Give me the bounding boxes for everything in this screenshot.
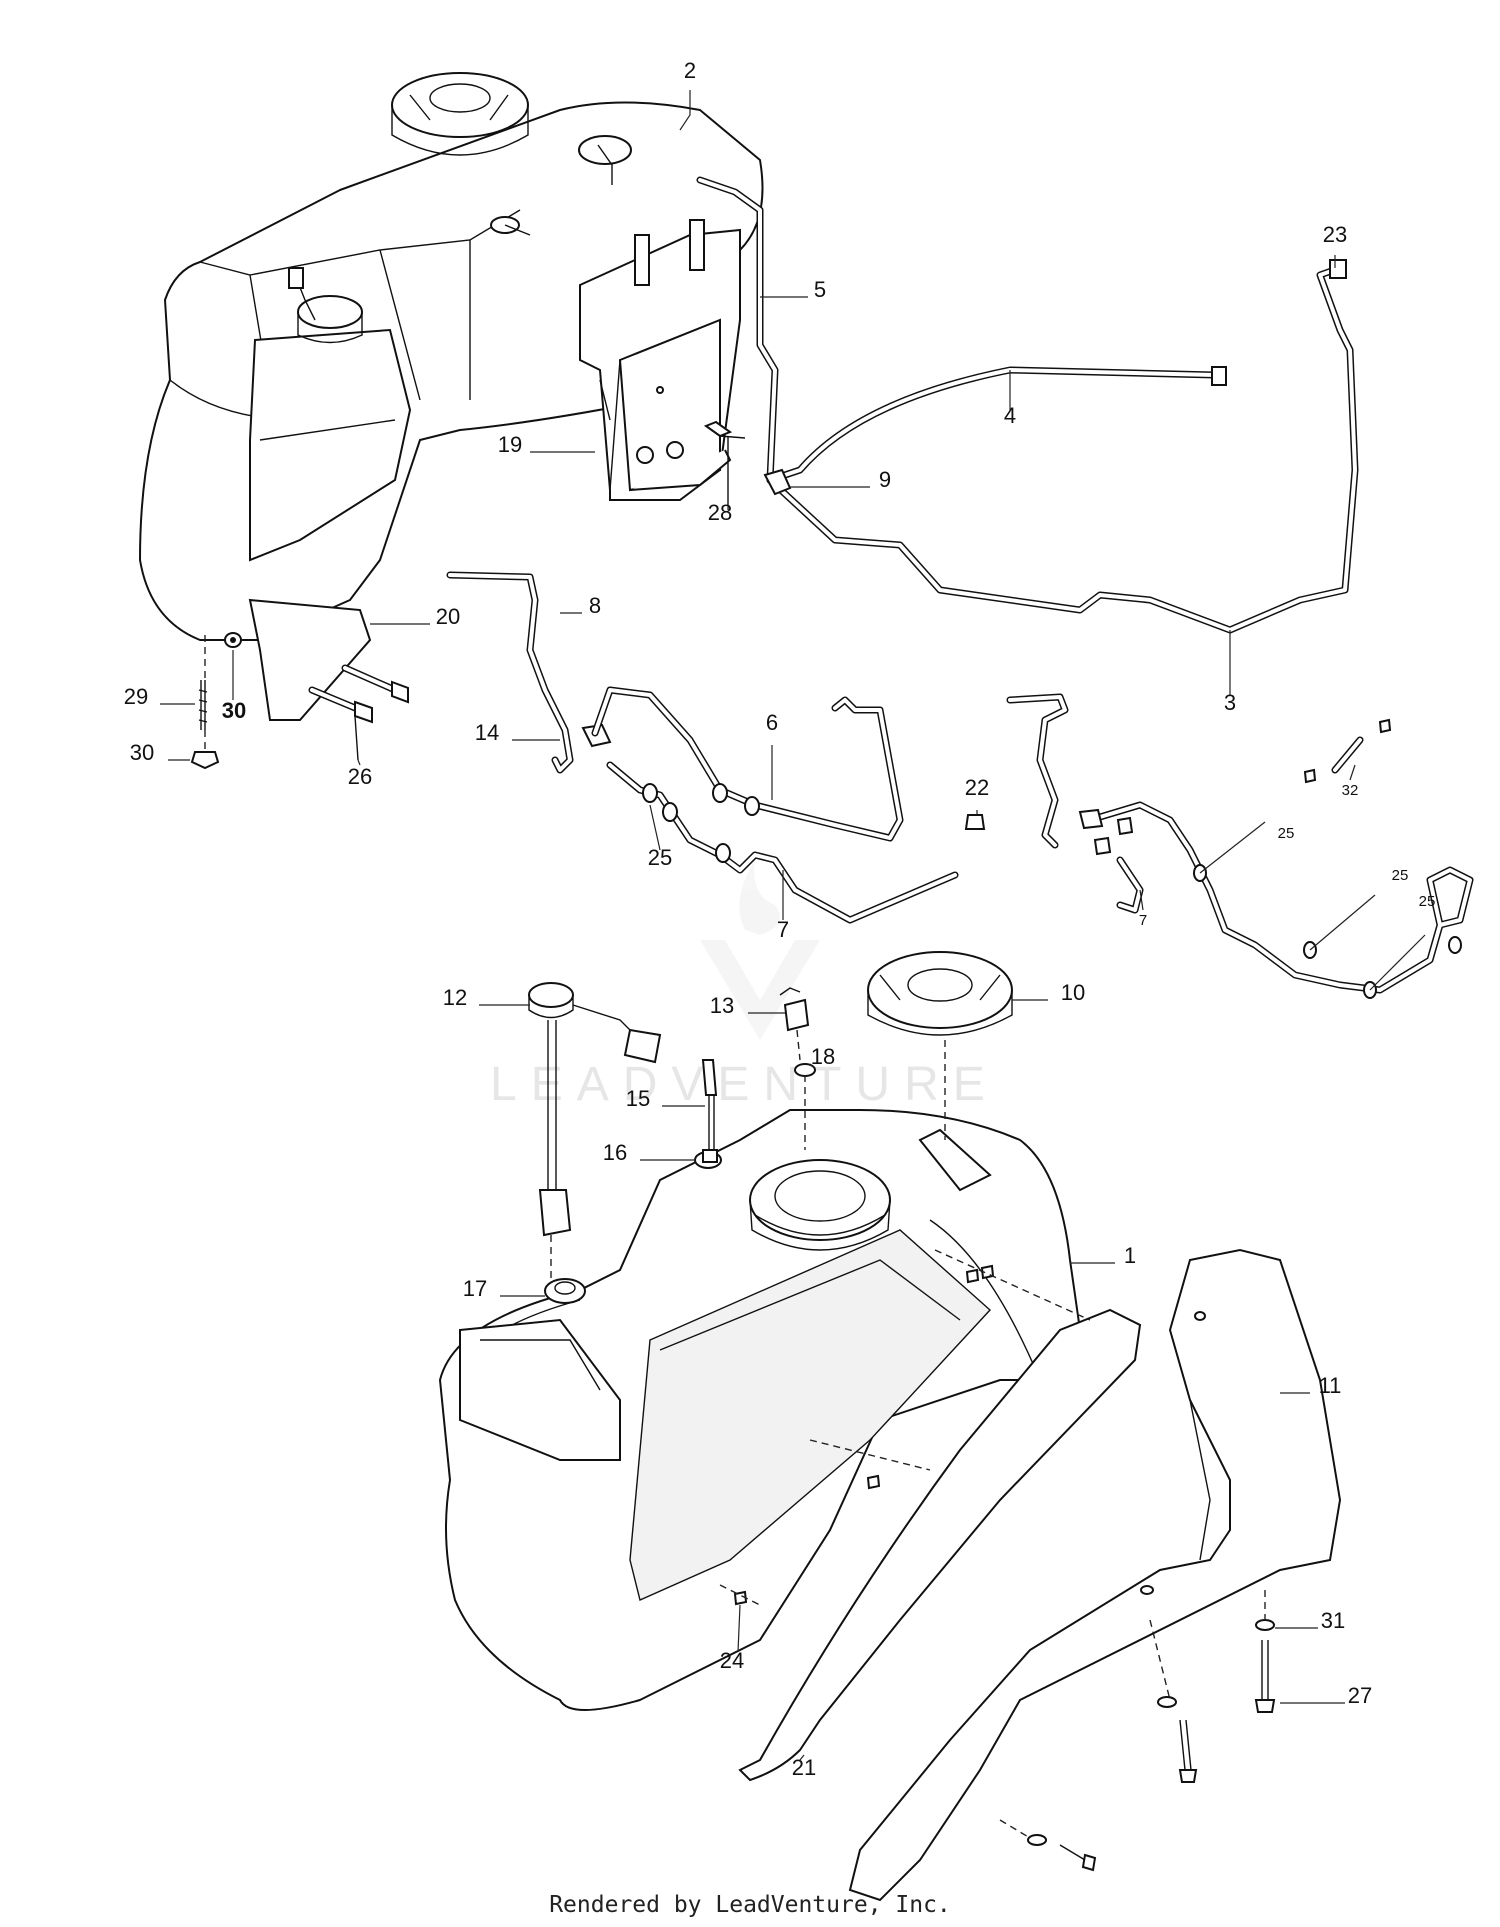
right-hose-assembly — [1006, 693, 1474, 999]
left-hose-assembly — [446, 571, 986, 924]
upper-tank-assembly — [138, 72, 764, 721]
callout-13: 13 — [710, 993, 734, 1018]
fuel-cap — [867, 951, 1013, 1140]
callout-24: 24 — [720, 1648, 744, 1673]
callout-1: 1 — [1124, 1243, 1136, 1268]
watermark: LEADVENTURE — [490, 860, 999, 1111]
callout-17: 17 — [463, 1276, 487, 1301]
watermark-text: LEADVENTURE — [490, 1058, 999, 1111]
callout-32: 32 — [1342, 782, 1359, 799]
callout-30b: 30 — [130, 740, 154, 765]
callout-23: 23 — [1323, 222, 1347, 247]
side-panel — [738, 1308, 1142, 1782]
callout-9: 9 — [879, 467, 891, 492]
callout-27: 27 — [1348, 1683, 1372, 1708]
fuel-pickup — [701, 1059, 718, 1163]
callout-25d: 25 — [1419, 893, 1436, 910]
stud-and-nuts — [190, 632, 242, 770]
callout-8: 8 — [589, 593, 601, 618]
side-trim — [848, 1248, 1342, 1902]
callout-25c: 25 — [1392, 867, 1409, 884]
callout-30a: 30 — [222, 698, 246, 723]
callout-7a: 7 — [777, 917, 789, 942]
callout-5: 5 — [814, 277, 826, 302]
callout-28: 28 — [708, 500, 732, 525]
callout-20: 20 — [436, 604, 460, 629]
callout-7b: 7 — [1139, 912, 1147, 929]
callout-21: 21 — [792, 1755, 816, 1780]
callout-22: 22 — [965, 775, 989, 800]
callout-4: 4 — [1004, 403, 1016, 428]
callout-16: 16 — [603, 1140, 627, 1165]
watermark-logo-icon — [700, 860, 820, 1040]
mounting-bracket — [579, 219, 741, 501]
callout-6: 6 — [766, 710, 778, 735]
callout-2: 2 — [684, 58, 696, 83]
callout-10: 10 — [1061, 980, 1085, 1005]
callout-25b: 25 — [1278, 825, 1295, 842]
callout-12: 12 — [443, 985, 467, 1010]
rollover-valve — [779, 987, 816, 1150]
lower-tank-assembly — [438, 1109, 1082, 1711]
callout-3: 3 — [1224, 690, 1236, 715]
callout-18: 18 — [811, 1044, 835, 1069]
callout-26: 26 — [348, 764, 372, 789]
hardware — [719, 1249, 1276, 1872]
footer-credit: Rendered by LeadVenture, Inc. — [549, 1892, 951, 1918]
callout-19: 19 — [498, 432, 522, 457]
callout-29: 29 — [124, 684, 148, 709]
callout-15: 15 — [626, 1086, 650, 1111]
bolt-28 — [703, 420, 746, 505]
level-sender — [528, 982, 662, 1280]
bolts-26 — [308, 664, 409, 761]
leader-lines — [160, 90, 1356, 1761]
callout-11: 11 — [1319, 1373, 1342, 1398]
callout-25a: 25 — [648, 845, 672, 870]
callout-31: 31 — [1321, 1608, 1345, 1633]
callout-14: 14 — [475, 720, 499, 745]
